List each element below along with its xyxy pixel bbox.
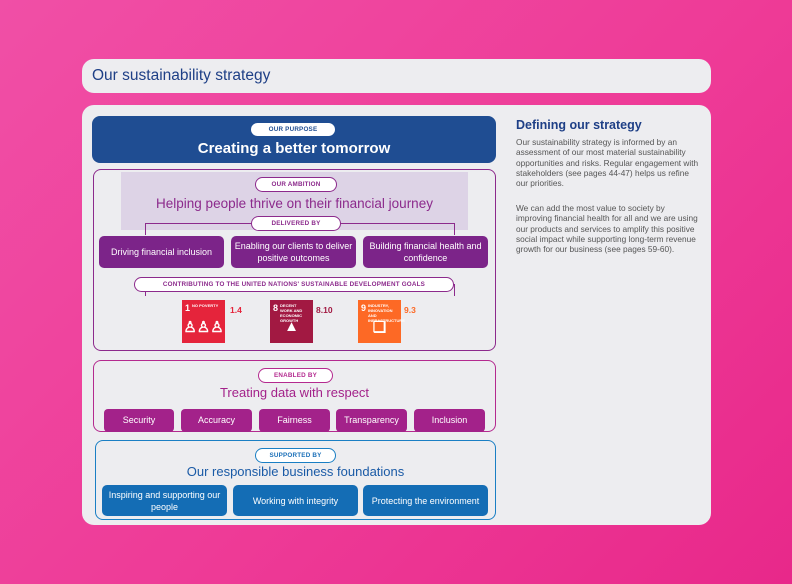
delivered-pill: Delivered by	[251, 216, 341, 231]
supported-pill: Supported by	[255, 448, 336, 463]
side-paragraph-1: Our sustainability strategy is informed …	[516, 137, 699, 189]
page-title: Our sustainability strategy	[82, 59, 711, 93]
enabled-pill: Enabled by	[258, 368, 333, 383]
side-title: Defining our strategy	[516, 118, 642, 132]
data-accuracy: Accuracy	[181, 409, 252, 432]
sdg-pill: Contributing to the United Nations' sust…	[134, 277, 454, 292]
family-icon: ♙♙♙	[183, 319, 224, 336]
ambition-pill: Our ambition	[255, 177, 337, 192]
purpose-pill: Our purpose	[250, 122, 336, 137]
data-title: Treating data with respect	[219, 385, 370, 400]
data-transparency: Transparency	[336, 409, 407, 432]
purpose-panel: Our purpose Creating a better tomorrow	[92, 116, 496, 163]
ambition-title: Helping people thrive on their financial…	[156, 196, 433, 211]
side-paragraph-2: We can add the most value to society by …	[516, 203, 698, 255]
sdg-8-label: DECENT WORK AND ECONOMIC GROWTH	[280, 303, 303, 323]
foundations-panel: Supported by Our responsible business fo…	[95, 440, 496, 520]
sdg-1-target: 1.4	[230, 305, 242, 315]
data-inclusion: Inclusion	[414, 409, 485, 432]
data-security: Security	[104, 409, 174, 432]
foundation-environment: Protecting the environment	[363, 485, 488, 516]
sdg-1-label: NO POVERTY	[192, 303, 219, 308]
sdg-9-label: INDUSTRY, INNOVATION AND INFRASTRUCTURE	[368, 303, 405, 323]
cubes-icon: ❏	[372, 319, 387, 336]
foundation-people: Inspiring and supporting our people	[102, 485, 227, 516]
data-fairness: Fairness	[259, 409, 330, 432]
pillar-client-outcomes: Enabling our clients to deliver positive…	[231, 236, 356, 268]
sdg-9-number: 9	[361, 303, 367, 313]
purpose-title: Creating a better tomorrow	[197, 140, 391, 157]
sdg-8-number: 8	[273, 303, 279, 313]
sdg-9-target: 9.3	[404, 305, 416, 315]
data-panel: Enabled by Treating data with respect Se…	[93, 360, 496, 432]
pillar-financial-health: Building financial health and confidence	[363, 236, 488, 268]
ambition-panel: Our ambition Helping people thrive on th…	[93, 169, 496, 351]
pillar-financial-inclusion: Driving financial inclusion	[99, 236, 224, 268]
foundation-integrity: Working with integrity	[233, 485, 358, 516]
strategy-card: Our purpose Creating a better tomorrow O…	[82, 105, 711, 525]
growth-chart-icon: ▲	[284, 318, 299, 335]
sdg-8-target: 8.10	[316, 305, 333, 315]
sdg-1-number: 1	[185, 303, 191, 313]
foundations-title: Our responsible business foundations	[186, 464, 405, 479]
